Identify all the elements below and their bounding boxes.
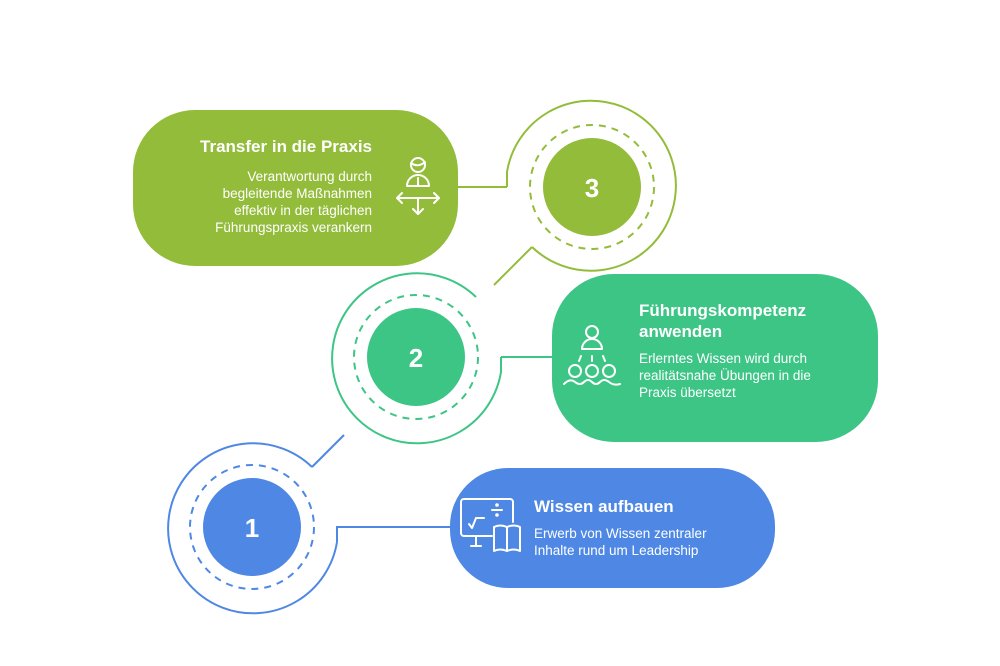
step-1-description: Erwerb von Wissen zentraler Inhalte rund… [534,525,764,559]
step-1-badge [203,478,301,576]
step-2-ring [331,272,552,445]
step-2-badge [367,308,465,406]
step-2-title: Führungskompetenz anwenden [639,300,859,342]
person-directions-icon [396,157,440,215]
step-1-card: Wissen aufbauen Erwerb von Wissen zentra… [450,468,775,588]
step-2-description-line: realitätsnahe Übungen in die [639,368,811,383]
step-1-description-line: Inhalte rund um Leadership [534,543,699,558]
step-2-description: Erlerntes Wissen wird durch realitätsnah… [639,350,859,401]
monitor-math-book-icon [460,498,521,552]
step-1-ring [167,434,450,615]
step-1-title: Wissen aufbauen [534,497,674,516]
step-1-text: Wissen aufbauen Erwerb von Wissen zentra… [534,496,764,559]
step-3-badge [543,138,641,236]
step-1-description-line: Erwerb von Wissen zentraler [534,526,707,541]
step-2-description-line: Praxis übersetzt [639,385,736,400]
step-2-number: 2 [409,343,423,373]
step-1-number: 1 [245,513,259,543]
connector-2-to-3 [493,246,533,286]
step-3-description-line: Führungspraxis verankern [215,220,372,235]
step-3-description-line: begleitende Maßnahmen [222,186,372,201]
step-3-description-line: Verantwortung durch [247,169,372,184]
step-3-description-line: effektiv in der täglichen [234,203,372,218]
step-2-title-line: Führungskompetenz [639,301,807,320]
step-2-description-line: Erlerntes Wissen wird durch [639,351,808,366]
step-3-card: Transfer in die Praxis Verantwortung dur… [133,110,458,266]
step-3-ring [458,99,677,272]
step-2-title-line: anwenden [639,322,723,341]
step-3-title: Transfer in die Praxis [200,137,372,156]
step-2-card: Führungskompetenz anwenden Erlerntes Wis… [552,274,878,442]
presenter-audience-icon [563,325,621,386]
step-3-number: 3 [585,173,599,203]
step-2-text: Führungskompetenz anwenden Erlerntes Wis… [639,300,859,401]
step-3-description: Verantwortung durch begleitende Maßnahme… [152,168,372,236]
